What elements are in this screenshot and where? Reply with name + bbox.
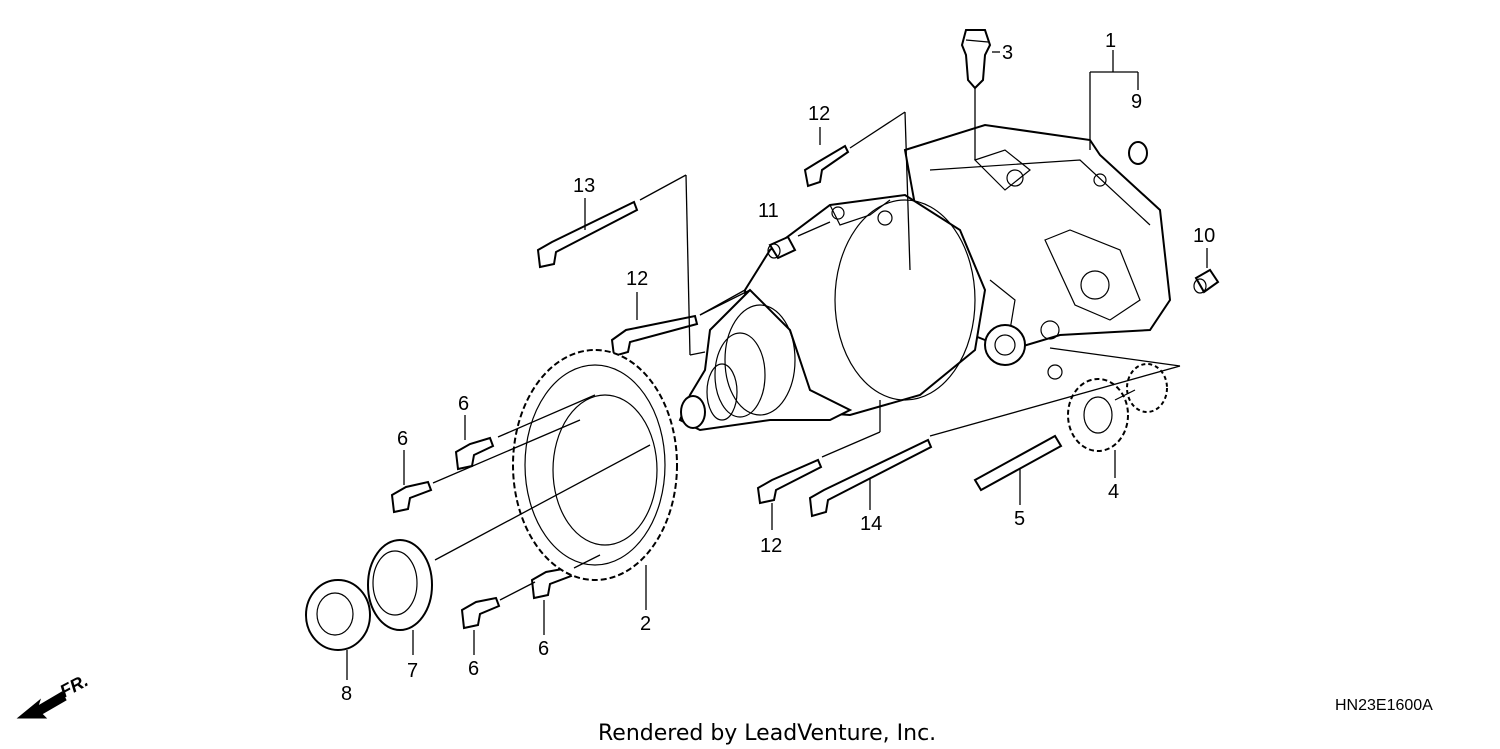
- callout-11[interactable]: 11: [758, 200, 779, 222]
- flange-nut-6c[interactable]: [530, 566, 573, 600]
- flange-nut-6d[interactable]: [460, 596, 501, 630]
- ball-bearing-7[interactable]: [367, 539, 433, 631]
- o-ring[interactable]: [1128, 141, 1148, 165]
- flange-bolt-12-upper[interactable]: [803, 144, 850, 188]
- callout-10[interactable]: 10: [1193, 225, 1215, 247]
- callout-13[interactable]: 13: [573, 175, 595, 197]
- diagram-code: HN23E1600A: [1335, 697, 1433, 714]
- callout-6a[interactable]: 6: [458, 393, 469, 415]
- flange-bolt-13[interactable]: [536, 200, 639, 269]
- front-arrow-icon: [16, 691, 67, 719]
- callout-7[interactable]: 7: [407, 660, 418, 682]
- ball-bearing-8[interactable]: [305, 579, 371, 651]
- ring-gear[interactable]: [512, 349, 678, 581]
- callout-9[interactable]: 9: [1131, 91, 1142, 113]
- callout-12b[interactable]: 12: [626, 268, 648, 290]
- dowel-pin-11[interactable]: [767, 235, 797, 260]
- callout-8[interactable]: 8: [341, 683, 352, 705]
- credit-line: Rendered by LeadVenture, Inc.: [598, 721, 936, 746]
- callout-6c[interactable]: 6: [538, 638, 549, 660]
- callout-6d[interactable]: 6: [468, 658, 479, 680]
- flange-bolt-12-lower[interactable]: [756, 458, 823, 505]
- callout-1[interactable]: 1: [1105, 30, 1116, 52]
- callout-12a[interactable]: 12: [808, 103, 830, 125]
- callout-6b[interactable]: 6: [397, 428, 408, 450]
- callout-2[interactable]: 2: [640, 613, 651, 635]
- final-drive-case[interactable]: [678, 123, 1172, 432]
- shaft[interactable]: [973, 434, 1063, 492]
- callout-12c[interactable]: 12: [760, 535, 782, 557]
- leader-lines: [346, 50, 1208, 680]
- callout-5[interactable]: 5: [1014, 508, 1025, 530]
- dowel-pin-10[interactable]: [1193, 268, 1220, 294]
- callout-3[interactable]: 3: [1002, 42, 1013, 64]
- speed-sensor[interactable]: [960, 29, 992, 90]
- counter-gear[interactable]: [1067, 363, 1168, 452]
- callout-4[interactable]: 4: [1108, 481, 1119, 503]
- flange-nut-6a[interactable]: [454, 436, 495, 471]
- flange-nut-6b[interactable]: [390, 480, 433, 514]
- flange-bolt-12-middle[interactable]: [610, 314, 699, 358]
- callout-14[interactable]: 14: [860, 513, 882, 535]
